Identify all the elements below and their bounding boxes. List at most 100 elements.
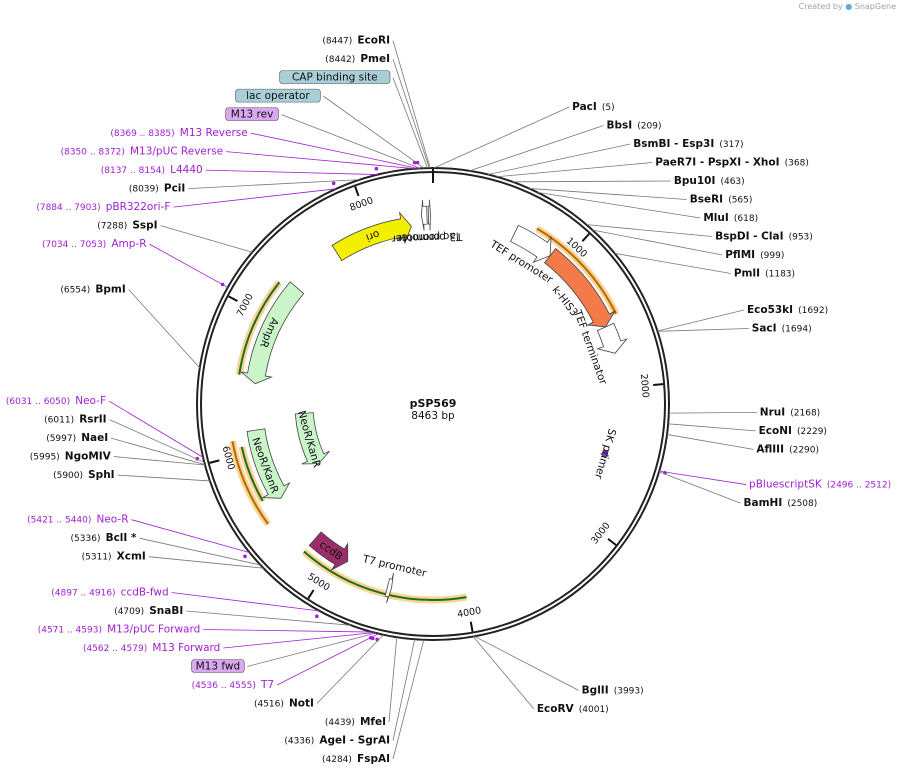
tick-label: 5000: [305, 571, 331, 593]
enzyme-position: (7288): [97, 222, 127, 232]
tick-label: 8000: [348, 195, 374, 214]
feature-label: T7 promoter: [360, 553, 428, 580]
orf-line: [231, 441, 269, 525]
enzyme-site: (4439) MfeI: [325, 710, 386, 729]
tick-mark: [607, 538, 617, 546]
enzyme-position: (1694): [782, 325, 812, 335]
feature-box-label: M13 rev: [231, 109, 274, 121]
leader-line: [186, 610, 352, 626]
enzyme-position: (4439): [325, 718, 355, 728]
plasmid-title: pSP569 8463 bp: [410, 397, 457, 422]
enzyme-site: Bpu10I (463): [674, 169, 745, 188]
primer-site: (4897 .. 4916) ccdB-fwd: [51, 581, 168, 600]
enzyme-position: (8442): [325, 55, 355, 65]
enzyme-name: BspDI - ClaI: [715, 231, 783, 243]
watermark-prefix: Created by: [798, 2, 843, 11]
primer-marker: [220, 282, 225, 287]
tick-mark: [209, 459, 220, 464]
watermark-brand: SnapGene: [854, 2, 896, 11]
leader-line: [529, 188, 687, 200]
primer-name: Neo-F: [75, 395, 106, 407]
enzyme-position: (953): [789, 233, 813, 243]
primer-marker: [374, 166, 379, 171]
enzyme-site: (6554) BpmI: [60, 278, 125, 297]
enzyme-position: (618): [734, 214, 758, 224]
enzyme-name: Bpu10I: [674, 175, 716, 187]
plasmid-name: pSP569: [410, 397, 457, 410]
leader-line: [323, 95, 425, 169]
leader-line: [472, 636, 535, 710]
enzyme-site: NruI (2168): [760, 400, 820, 419]
leader-line: [658, 471, 741, 504]
leader-line: [188, 179, 360, 190]
feature-box: [235, 88, 321, 103]
primer-name: ccdB-fwd: [121, 587, 169, 599]
enzyme-position: (3993): [614, 686, 644, 696]
label-layer: PacI (5)BbsI (209)BsmBI - Esp3I (317)Pae…: [6, 35, 891, 766]
leader-line: [388, 637, 398, 723]
enzyme-name: MluI: [703, 212, 728, 224]
primer-name: pBluescriptSK: [749, 479, 823, 491]
enzyme-site: (5900) SphI: [53, 463, 115, 482]
leader-line: [586, 224, 713, 237]
enzyme-site: (5336) BclI *: [71, 526, 137, 545]
enzyme-name: BseRI: [690, 194, 723, 206]
leader-line: [592, 229, 723, 256]
enzyme-site: (4516) NotI: [254, 692, 314, 711]
leader-line: [668, 423, 756, 432]
primer-name: pBR322ori-F: [106, 201, 171, 213]
feature-label: ori: [364, 228, 381, 244]
primer-name: M13/pUC Forward: [107, 624, 200, 636]
leader-line: [614, 252, 731, 274]
feature-arrow: [596, 322, 628, 354]
feature-label: lac promoter: [391, 230, 459, 245]
enzyme-position: (8447): [322, 37, 352, 47]
primer-range: (8369 .. 8385): [110, 129, 174, 139]
primer-marker: [371, 636, 375, 641]
primer-range: (7884 .. 7903): [36, 203, 100, 213]
primer-site: (8350 .. 8372) M13/pUC Reverse: [61, 140, 224, 159]
feature-box-label: CAP binding site: [292, 72, 378, 84]
leader-line: [109, 419, 205, 463]
feature-arrow: [239, 281, 305, 385]
leader-line: [316, 634, 384, 704]
leader-line: [247, 632, 377, 667]
primer-name: M13 Forward: [152, 642, 220, 654]
primer-site: (6031 .. 6050) Neo-F: [6, 389, 106, 408]
feature-box: [279, 70, 391, 84]
enzyme-position: (6011): [44, 416, 74, 426]
enzyme-site: (5311) XcmI: [82, 545, 146, 564]
leader-line: [171, 592, 320, 612]
enzyme-site: (4336) AgeI - SgrAI: [284, 729, 390, 748]
snapgene-logo-icon: ●: [845, 2, 853, 11]
enzyme-position: (1183): [765, 270, 795, 280]
tick-mark: [228, 295, 238, 302]
feature-box: [225, 107, 279, 121]
primer-range: (6031 .. 6050): [6, 397, 70, 407]
enzyme-site: (4284) FspAI: [322, 747, 390, 766]
primer-site: (8369 .. 8385) M13 Reverse: [110, 121, 247, 140]
primer-site: (5421 .. 5440) Neo-R: [27, 508, 128, 527]
leader-line: [392, 58, 430, 169]
enzyme-name: Eco53kI: [747, 304, 793, 316]
enzyme-name: SspI: [132, 220, 157, 232]
feature-arrow: [420, 199, 428, 231]
enzyme-name: FspAI: [357, 753, 390, 765]
enzyme-name: BclI *: [106, 532, 137, 544]
enzyme-site: (5997) NaeI: [46, 426, 108, 445]
leader-line: [474, 635, 579, 691]
primer-range: (4571 .. 4593): [38, 626, 102, 636]
enzyme-name: BglII: [582, 684, 609, 696]
enzyme-position: (5311): [82, 553, 112, 563]
primer-name: Neo-R: [96, 514, 128, 526]
primer-range: (4536 .. 4555): [192, 681, 256, 691]
enzyme-name: AgeI - SgrAI: [319, 735, 390, 747]
primer-name: L4440: [170, 164, 203, 176]
leader-line: [487, 143, 631, 175]
tick-mark: [581, 233, 590, 242]
leader-line: [392, 639, 425, 760]
leader-line: [512, 180, 671, 183]
feature-label: SK primer: [592, 427, 618, 481]
enzyme-position: (2508): [787, 499, 817, 509]
